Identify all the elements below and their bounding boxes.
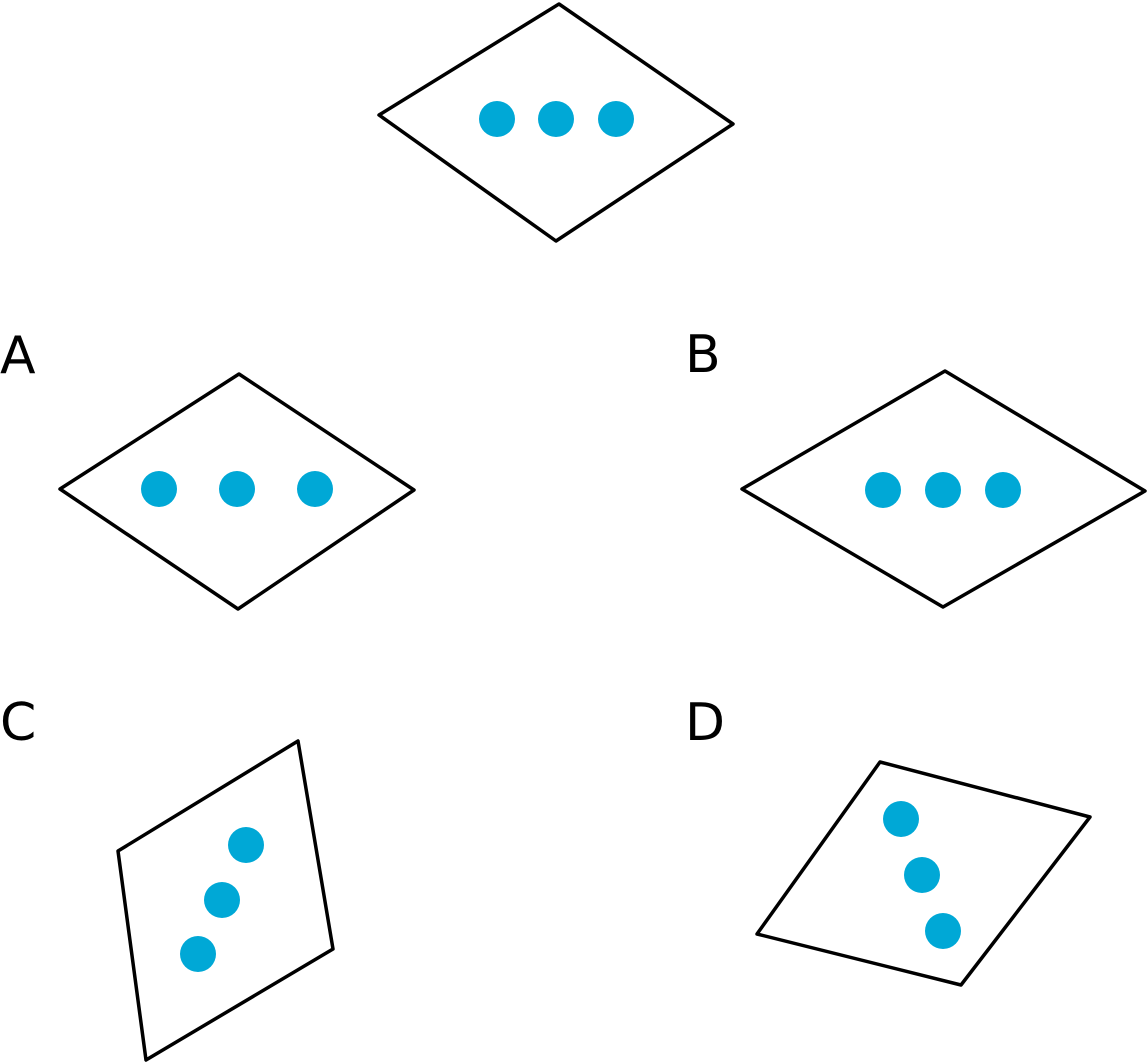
figure-c-quadrilateral (116, 739, 335, 1062)
figure-a-dot (219, 471, 255, 507)
figure-c-dot (228, 827, 264, 863)
figure-b: B (685, 325, 1147, 609)
figure-a-dot (141, 471, 177, 507)
figure-a-dot (297, 471, 333, 507)
figure-c-dot (180, 936, 216, 972)
figure-b-dot (985, 472, 1021, 508)
figure-d-label: D (685, 693, 725, 753)
figure-c: C (0, 693, 335, 1062)
figure-a-label: A (0, 326, 36, 386)
figure-original-dot (598, 101, 634, 137)
figure-d: D (685, 693, 1092, 987)
figure-original-dot (538, 101, 574, 137)
figure-b-quadrilateral (740, 369, 1147, 609)
figure-b-dot (925, 472, 961, 508)
figure-original-dot (479, 101, 515, 137)
figure-d-quadrilateral (755, 760, 1092, 987)
figure-b-dot (865, 472, 901, 508)
figure-b-label: B (685, 325, 721, 385)
figure-a: A (0, 326, 416, 611)
figure-d-dot (883, 801, 919, 837)
figure-c-dot (204, 882, 240, 918)
figure-c-label: C (0, 693, 36, 753)
figure-a-quadrilateral (58, 372, 416, 611)
figure-d-dot (925, 913, 961, 949)
figure-d-dot (904, 857, 940, 893)
figure-original (377, 2, 735, 243)
figure-original-quadrilateral (377, 2, 735, 243)
